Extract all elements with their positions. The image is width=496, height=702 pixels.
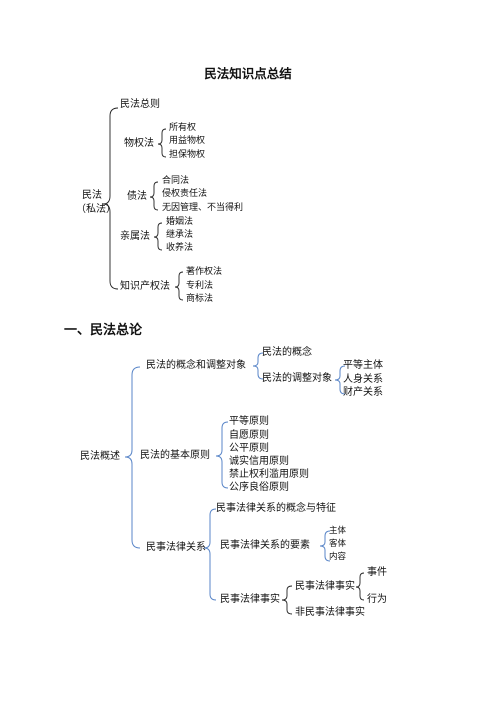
leaf-principle-0: 平等原则 bbox=[229, 416, 269, 427]
node-relation-def: 民事法律关系的概念与特征 bbox=[216, 503, 336, 514]
elements-bracket bbox=[319, 530, 331, 562]
leaf-principle-1: 自愿原则 bbox=[229, 430, 269, 441]
node-relation: 民事法律关系 bbox=[146, 542, 206, 553]
leaf-qinshu-0: 婚姻法 bbox=[166, 217, 194, 227]
leaf-principle-5: 公序良俗原则 bbox=[229, 482, 289, 493]
node-wuquan: 物权法 bbox=[124, 138, 154, 149]
node-qinshu: 亲属法 bbox=[120, 231, 150, 242]
leaf-wuquan-2: 担保物权 bbox=[169, 150, 206, 160]
leaf-element-0: 主体 bbox=[329, 526, 347, 536]
leaf-fact-1: 行为 bbox=[367, 594, 387, 605]
fact-bracket bbox=[281, 585, 293, 615]
leaf-zhishi-1: 专利法 bbox=[186, 281, 214, 291]
concept-bracket bbox=[252, 352, 264, 380]
page-title: 民法知识点总结 bbox=[204, 66, 292, 81]
root-bracket bbox=[102, 107, 119, 290]
leaf-adjust-0: 平等主体 bbox=[343, 360, 383, 371]
node-zhai: 债法 bbox=[127, 191, 147, 202]
leaf-zhishi-0: 著作权法 bbox=[186, 267, 223, 277]
section-heading: 一、民法总论 bbox=[64, 323, 143, 338]
leaf-qinshu-1: 继承法 bbox=[166, 230, 194, 240]
leaf-zhishi-2: 商标法 bbox=[186, 294, 214, 304]
leaf-adjust-2: 财产关系 bbox=[343, 387, 383, 398]
leaf-principle-4: 禁止权利滥用原则 bbox=[229, 469, 309, 480]
node-zongze: 民法总则 bbox=[120, 99, 160, 110]
event-bracket bbox=[355, 572, 365, 601]
leaf-wuquan-0: 所有权 bbox=[169, 123, 197, 133]
leaf-principle-3: 诚实信用原则 bbox=[229, 456, 289, 467]
leaf-principle-2: 公平原则 bbox=[229, 443, 269, 454]
root-label: 民法 bbox=[82, 190, 102, 201]
wuquan-bracket bbox=[157, 128, 167, 158]
node-adjust: 民法的调整对象 bbox=[262, 373, 332, 384]
leaf-element-1: 客体 bbox=[329, 539, 347, 549]
node-elements: 民事法律关系的要素 bbox=[220, 540, 310, 551]
leaf-element-2: 内容 bbox=[329, 552, 347, 562]
leaf-fact-0: 事件 bbox=[367, 567, 387, 578]
relation-bracket bbox=[203, 508, 217, 601]
principles-bracket bbox=[215, 421, 229, 489]
zhai-bracket bbox=[149, 181, 159, 211]
overview-bracket bbox=[124, 366, 141, 549]
leaf-zhai-2: 无因管理、不当得利 bbox=[162, 203, 244, 213]
root-sublabel: （私法） bbox=[76, 204, 116, 215]
leaf-wuquan-1: 用益物权 bbox=[169, 136, 206, 146]
leaf-zhai-0: 合同法 bbox=[162, 176, 190, 186]
node-nonfact: 非民事法律事实 bbox=[295, 607, 365, 618]
node-principles: 民法的基本原则 bbox=[140, 450, 210, 461]
overview-root: 民法概述 bbox=[80, 451, 120, 462]
node-legal-fact: 民事法律事实 bbox=[220, 594, 280, 605]
adjust-bracket bbox=[334, 365, 346, 395]
node-zhishi: 知识产权法 bbox=[120, 281, 170, 292]
qinshu-bracket bbox=[153, 222, 163, 251]
leaf-zhai-1: 侵权责任法 bbox=[162, 189, 208, 199]
node-concept-def: 民法的概念 bbox=[262, 347, 312, 358]
node-fact: 民事法律事实 bbox=[295, 581, 355, 592]
leaf-qinshu-2: 收养法 bbox=[166, 243, 194, 253]
node-concept: 民法的概念和调整对象 bbox=[146, 360, 246, 371]
zhishi-bracket bbox=[174, 271, 184, 301]
leaf-adjust-1: 人身关系 bbox=[343, 374, 383, 385]
